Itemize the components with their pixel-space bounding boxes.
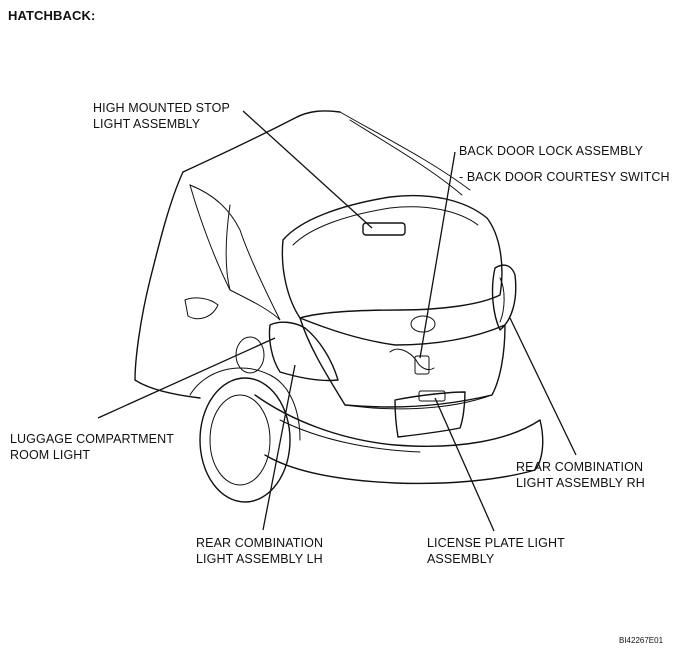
license-plate-recess bbox=[394, 391, 466, 438]
leader-rear-light-rh bbox=[509, 317, 577, 456]
rear-bumper bbox=[254, 394, 544, 485]
leader-luggage-light bbox=[97, 337, 276, 419]
label-high-mounted-stop-light: HIGH MOUNTED STOP LIGHT ASSEMBLY bbox=[93, 100, 230, 132]
door-lock-harness bbox=[389, 348, 435, 371]
label-line: LICENSE PLATE LIGHT bbox=[427, 536, 565, 550]
label-line: HIGH MOUNTED STOP bbox=[93, 101, 230, 115]
wheel-arch bbox=[189, 367, 301, 441]
high-stop-light bbox=[362, 222, 406, 236]
leader-license-light bbox=[434, 397, 495, 532]
label-back-door-lock: BACK DOOR LOCK ASSEMBLY bbox=[459, 144, 644, 158]
rear-emblem bbox=[410, 315, 436, 333]
label-line: LIGHT ASSEMBLY LH bbox=[196, 552, 323, 566]
door-lock-body bbox=[414, 355, 430, 375]
label-back-door-courtesy-switch: - BACK DOOR COURTESY SWITCH bbox=[459, 170, 670, 184]
rear-light-rh bbox=[491, 264, 517, 331]
rear-window-outer bbox=[281, 194, 503, 319]
label-line: LIGHT ASSEMBLY bbox=[93, 117, 201, 131]
bumper-inner bbox=[279, 419, 421, 453]
hatch-lower-edge bbox=[344, 394, 493, 410]
leader-high-stop-light bbox=[242, 110, 373, 229]
rear-wheel-hub bbox=[209, 394, 271, 486]
label-line: LUGGAGE COMPARTMENT bbox=[10, 432, 174, 446]
rear-wheel bbox=[199, 377, 291, 503]
label-line: ROOM LIGHT bbox=[10, 448, 91, 462]
rear-light-rh-inner bbox=[499, 277, 505, 323]
hatch-outline bbox=[299, 317, 506, 408]
leader-back-door-lock bbox=[419, 151, 456, 359]
label-line: REAR COMBINATION bbox=[196, 536, 324, 550]
label-line: REAR COMBINATION bbox=[516, 460, 644, 474]
diagram-title: HATCHBACK: bbox=[8, 8, 96, 23]
roof-outline bbox=[182, 110, 341, 173]
label-line: ASSEMBLY bbox=[427, 552, 495, 566]
side-window-divider bbox=[225, 204, 231, 291]
rear-window-inner bbox=[292, 206, 479, 246]
roof-rail-inner bbox=[349, 119, 463, 196]
leader-rear-light-lh bbox=[262, 364, 296, 531]
roof-rail bbox=[339, 111, 471, 191]
side-window bbox=[189, 184, 281, 321]
figure-code: BI42267E01 bbox=[619, 636, 664, 645]
label-line: LIGHT ASSEMBLY RH bbox=[516, 476, 645, 490]
rear-light-lh bbox=[268, 321, 339, 382]
door-handle bbox=[184, 297, 219, 320]
label-rear-combination-light-rh: REAR COMBINATION LIGHT ASSEMBLY RH bbox=[516, 459, 645, 491]
fuel-door bbox=[235, 336, 265, 374]
label-luggage-compartment-room-light: LUGGAGE COMPARTMENT ROOM LIGHT bbox=[10, 431, 174, 463]
side-body bbox=[134, 171, 201, 399]
label-rear-combination-light-lh: REAR COMBINATION LIGHT ASSEMBLY LH bbox=[196, 535, 323, 567]
license-plate-light-unit bbox=[418, 390, 446, 402]
label-license-plate-light: LICENSE PLATE LIGHT ASSEMBLY bbox=[427, 535, 565, 567]
